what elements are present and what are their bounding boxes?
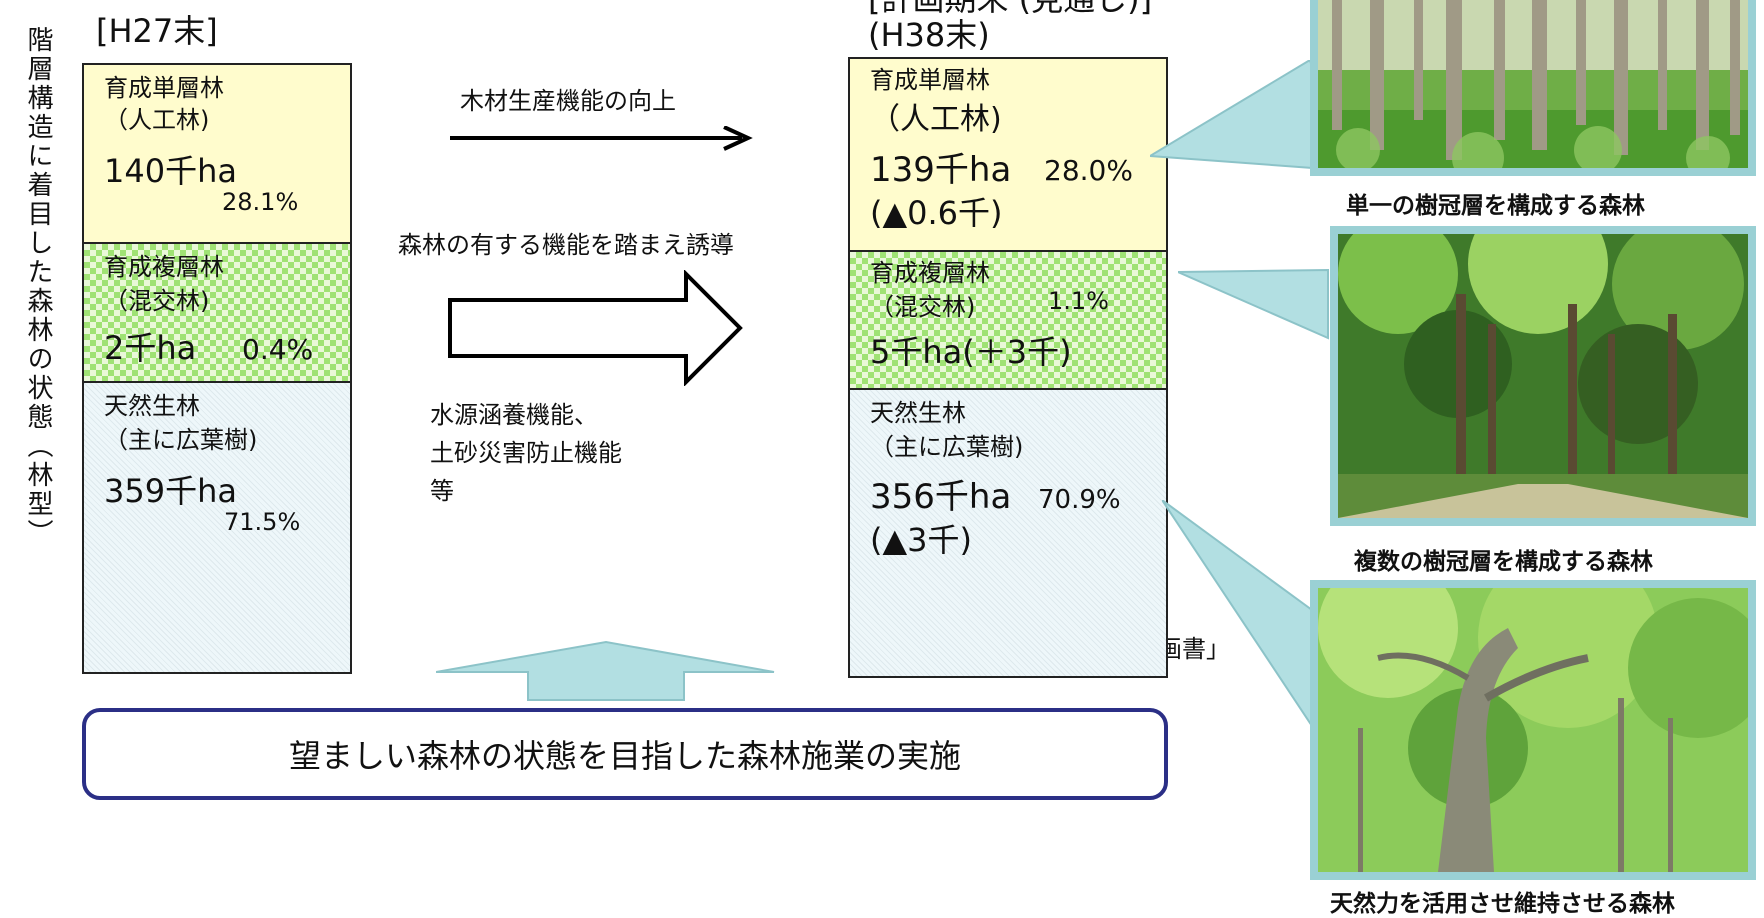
- right-segment-single-layer: 育成単層林 （人工林) 139千ha 28.0% (▲0.6千): [850, 59, 1166, 252]
- photo-caption: 複数の樹冠層を構成する森林: [1354, 549, 1653, 575]
- forest-photo-natural-icon: [1318, 588, 1748, 872]
- block-arrow: [448, 270, 743, 386]
- arrow-label-timber: 木材生産機能の向上: [460, 87, 676, 115]
- segment-area: 359千ha: [104, 472, 237, 510]
- partial-note: 画書」: [1158, 635, 1230, 663]
- segment-area: 139千ha: [870, 150, 1012, 190]
- segment-name: 育成単層林: [870, 66, 990, 94]
- thin-arrow: [450, 126, 753, 151]
- function-item: 等: [430, 477, 454, 505]
- left-column: 育成単層林 （人工林) 140千ha 28.1% 育成複層林 （混交林) 2千h…: [82, 63, 352, 674]
- segment-percent: 28.0%: [1044, 154, 1133, 187]
- segment-percent: 28.1%: [222, 188, 299, 216]
- function-item: 水源涵養機能、: [430, 401, 598, 429]
- segment-subname: （混交林): [104, 287, 210, 315]
- left-segment-single-layer: 育成単層林 （人工林) 140千ha 28.1%: [84, 65, 350, 244]
- segment-area: 5千ha(＋3千): [870, 333, 1072, 371]
- segment-area: 2千ha: [104, 329, 197, 367]
- side-title: 階層構造に着目した森林の状態（林型）: [23, 26, 53, 548]
- right-segment-multi-layer: 育成複層林 （混交林) 1.1% 5千ha(＋3千): [850, 252, 1166, 390]
- segment-change: (▲0.6千): [870, 194, 1003, 232]
- right-period-label: [計画期末 (見通し)]: [868, 0, 1152, 16]
- segment-area: 140千ha: [104, 152, 237, 190]
- bottom-banner: 望ましい森林の状態を目指した森林施業の実施: [82, 708, 1168, 800]
- left-period-label: [H27末]: [96, 12, 218, 50]
- right-column: 育成単層林 （人工林) 139千ha 28.0% (▲0.6千) 育成複層林 （…: [848, 57, 1168, 678]
- callout-wedge-3: [1162, 500, 1313, 730]
- segment-subname: （主に広葉樹): [104, 426, 258, 454]
- forest-photo-multi-layer-icon: [1338, 234, 1748, 518]
- photo-natural: [1310, 580, 1756, 880]
- function-item: 土砂災害防止機能: [430, 439, 622, 467]
- arrow-label-guidance: 森林の有する機能を踏まえ誘導: [398, 231, 734, 259]
- segment-name: 育成複層林: [104, 253, 224, 281]
- right-segment-natural: 天然生林 （主に広葉樹) 356千ha 70.9% (▲3千): [850, 390, 1166, 676]
- right-period-sub: (H38末): [868, 16, 990, 54]
- segment-name: 育成複層林: [870, 259, 990, 287]
- segment-area: 356千ha: [870, 477, 1012, 517]
- segment-change: (▲3千): [870, 521, 972, 559]
- forest-photo-single-layer-icon: [1318, 0, 1748, 168]
- left-segment-multi-layer: 育成複層林 （混交林) 2千ha 0.4%: [84, 244, 350, 383]
- photo-multi-layer: [1330, 226, 1756, 526]
- segment-percent: 0.4%: [242, 333, 314, 366]
- segment-percent: 71.5%: [224, 508, 301, 536]
- segment-subname: （混交林): [870, 293, 976, 321]
- segment-subname: （人工林): [104, 106, 210, 134]
- callout-wedge-2: [1178, 268, 1329, 340]
- segment-name: 天然生林: [870, 399, 966, 427]
- segment-subname: （人工林): [870, 102, 1002, 137]
- segment-percent: 1.1%: [1048, 287, 1109, 315]
- segment-subname: （主に広葉樹): [870, 433, 1024, 461]
- segment-name: 天然生林: [104, 392, 200, 420]
- photo-caption: 単一の樹冠層を構成する森林: [1346, 193, 1645, 219]
- segment-name: 育成単層林: [104, 74, 224, 102]
- left-segment-natural: 天然生林 （主に広葉樹) 359千ha 71.5%: [84, 383, 350, 672]
- up-arrow: [436, 640, 775, 701]
- photo-single-layer: [1310, 0, 1756, 176]
- segment-percent: 70.9%: [1038, 485, 1121, 515]
- photo-caption: 天然力を活用させ維持させる森林: [1330, 891, 1675, 917]
